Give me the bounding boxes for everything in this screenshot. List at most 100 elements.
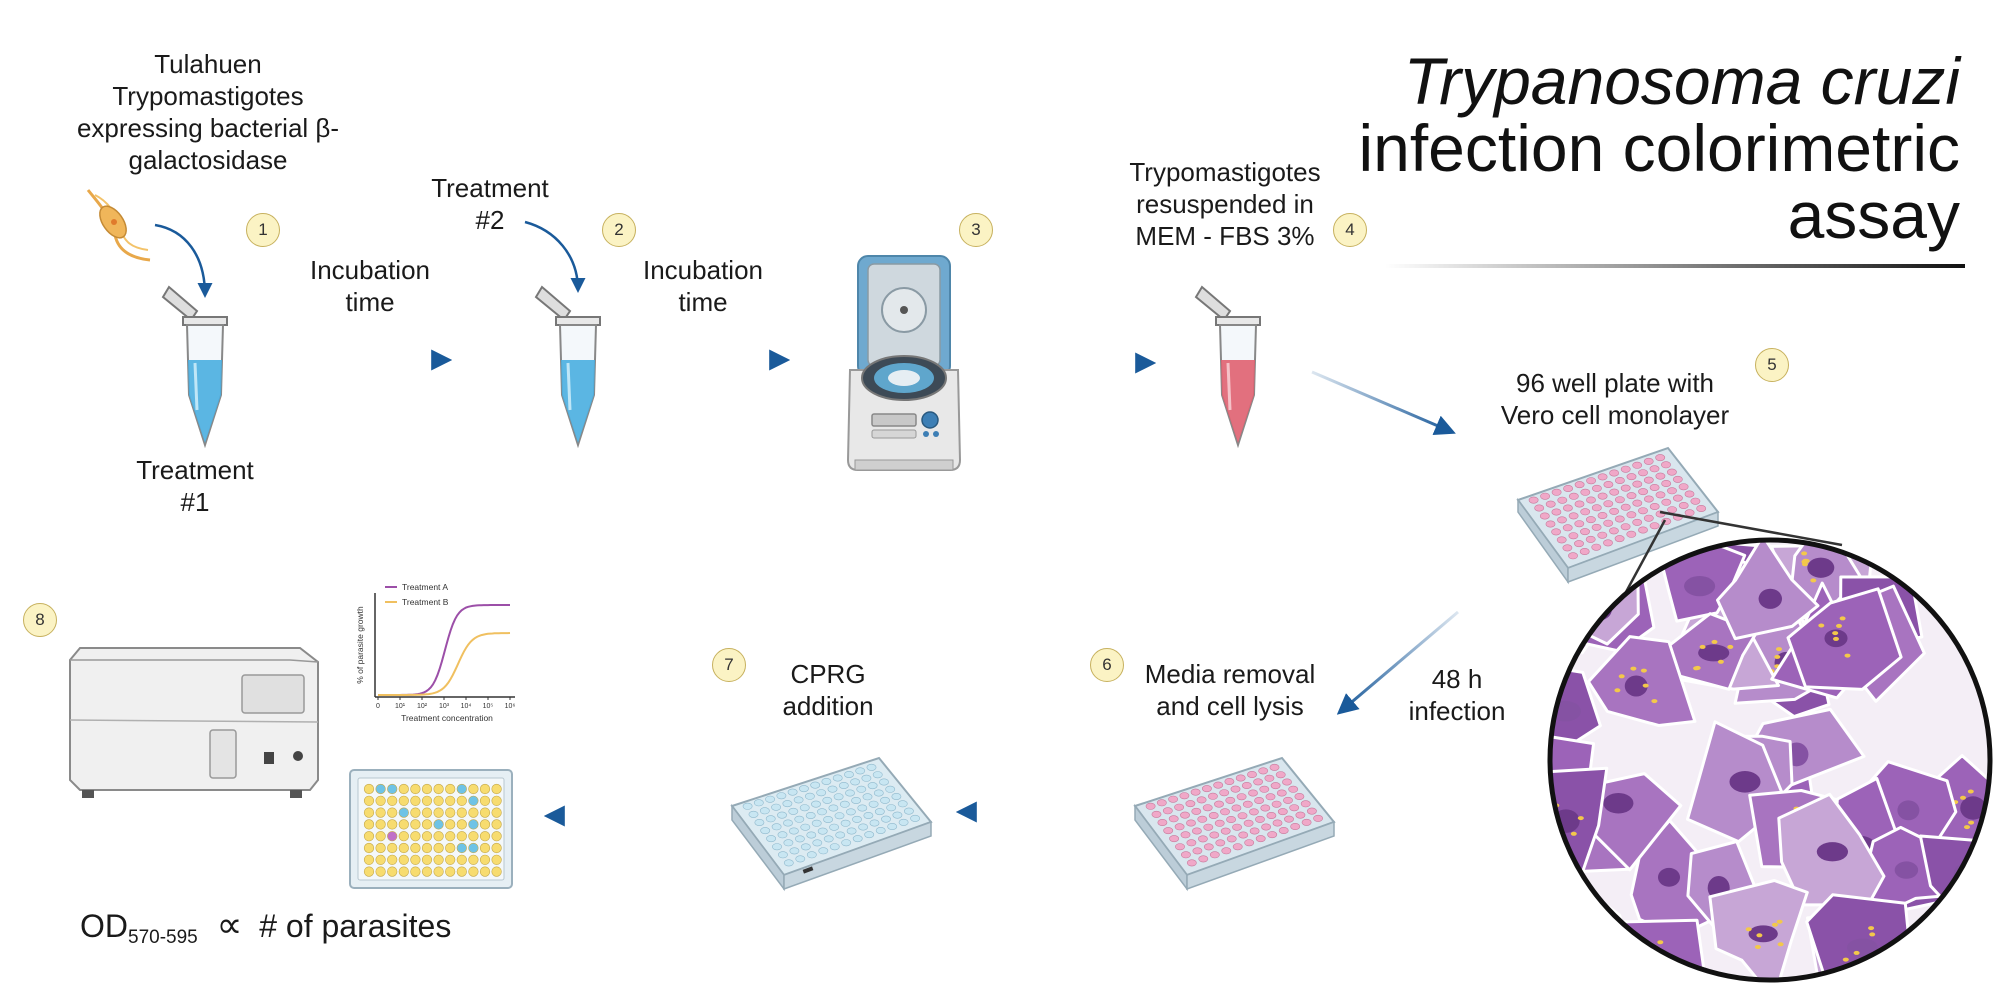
plate-well	[1288, 785, 1299, 793]
plate-well	[1632, 518, 1643, 526]
amastigote	[1839, 616, 1846, 621]
plate-well	[1614, 535, 1625, 543]
readout-well	[410, 866, 421, 877]
plate-well	[1270, 782, 1281, 790]
plate-well	[891, 792, 902, 800]
plate-well	[1655, 472, 1666, 480]
plate-well	[782, 800, 793, 808]
plate-well	[1580, 528, 1590, 536]
amastigote	[1881, 956, 1888, 960]
readout-well	[410, 783, 421, 795]
plate-well	[861, 774, 872, 782]
plate-well	[1220, 808, 1230, 816]
readout-well	[387, 831, 398, 842]
amastigote	[1869, 932, 1876, 937]
well-plate-lysis	[1133, 756, 1336, 892]
step-badge-5: 5	[1755, 348, 1789, 382]
curve-treatment-a	[378, 604, 510, 696]
plate-well	[1300, 800, 1311, 808]
readout-well	[479, 807, 491, 818]
plate-well	[1265, 793, 1276, 801]
plate-well	[1151, 810, 1162, 818]
plate-well	[1603, 519, 1614, 527]
plate-well	[1557, 496, 1568, 504]
plate-well	[872, 771, 883, 779]
plate-well	[1562, 524, 1573, 532]
plate-well	[1186, 839, 1197, 847]
plate-well	[811, 800, 821, 808]
plate-well	[1221, 847, 1232, 855]
amastigote	[1657, 940, 1664, 945]
plate-well	[1609, 469, 1619, 477]
plate-well	[1169, 835, 1179, 843]
plate-well	[1284, 815, 1294, 823]
cell-nucleus	[1603, 792, 1634, 814]
plate-well	[1307, 807, 1317, 815]
step4-label: Trypomastigotes resuspended in MEM - FBS…	[1129, 157, 1321, 251]
plate-well	[1696, 504, 1707, 512]
readout-well	[375, 795, 386, 806]
readout-well	[410, 854, 421, 865]
plate-well	[1213, 781, 1224, 789]
plate-well	[1603, 480, 1614, 488]
readout-well	[387, 807, 398, 818]
readout-well	[479, 795, 491, 806]
plate-well	[789, 847, 800, 855]
plate-well	[898, 818, 909, 826]
plate-well	[1254, 796, 1264, 804]
readout-well	[421, 831, 433, 842]
amastigote	[1694, 665, 1701, 670]
plate-well	[1690, 497, 1701, 505]
amastigote	[1754, 945, 1761, 949]
plate-well	[823, 815, 833, 823]
plate-well	[771, 823, 782, 831]
readout-well	[468, 831, 479, 842]
plate-well	[1180, 811, 1190, 819]
plate-well	[1208, 792, 1218, 800]
amastigote	[1577, 816, 1584, 821]
plate-well	[1591, 543, 1602, 551]
readout-well	[433, 842, 444, 854]
microtube-blue-1	[162, 286, 228, 446]
readout-well	[421, 795, 433, 806]
amastigote	[1801, 551, 1808, 556]
cell-nucleus	[1758, 588, 1783, 609]
amastigote	[1964, 825, 1970, 830]
plate-well	[821, 777, 832, 785]
curve-treatment-b	[378, 632, 511, 696]
plate-well	[1202, 804, 1213, 812]
plate-well	[851, 796, 861, 804]
incubation-time-label-1: Incubation time	[310, 255, 430, 317]
plate-well	[793, 796, 804, 804]
well-plate-vero-cells	[1516, 446, 1720, 585]
plate-well	[840, 819, 851, 827]
plate-well	[1190, 788, 1201, 796]
readout-well	[375, 819, 386, 830]
amastigote	[1606, 958, 1612, 963]
readout-well	[363, 854, 375, 865]
plate-well	[873, 789, 884, 797]
plate-well	[845, 789, 855, 797]
plate-well	[1626, 511, 1637, 519]
plate-well	[822, 796, 833, 804]
plate-well	[787, 788, 798, 796]
readout-well	[433, 831, 444, 842]
plate-well	[1551, 488, 1562, 496]
readout-well	[468, 807, 479, 818]
plate-well	[1267, 831, 1278, 839]
readout-well	[363, 795, 375, 806]
readout-well	[456, 783, 467, 795]
cell-nucleus	[1897, 800, 1920, 821]
plate-well	[1269, 763, 1280, 771]
plate-well	[850, 778, 860, 786]
plate-well	[827, 785, 838, 793]
step-badge-8: 8	[23, 603, 57, 637]
amastigote	[1618, 674, 1625, 679]
plate-well	[765, 815, 776, 823]
plate-well	[783, 859, 794, 867]
amastigote	[1776, 647, 1782, 652]
plate-well	[1539, 512, 1550, 520]
readout-well	[387, 854, 398, 865]
plate-well	[1667, 506, 1677, 514]
plate-well	[887, 822, 898, 830]
